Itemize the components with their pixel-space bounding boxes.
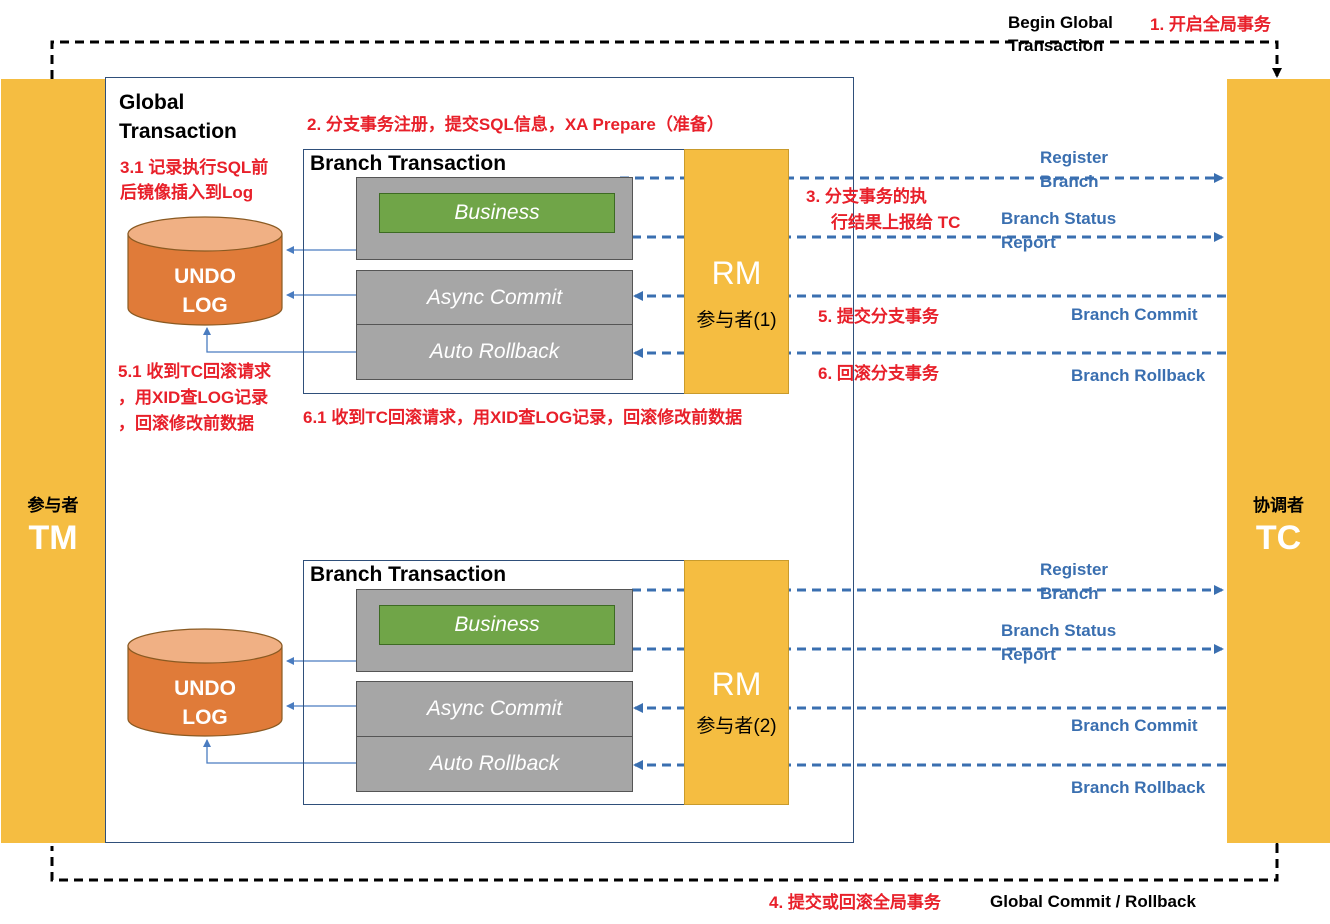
- step5-1-line1: 5.1 收到TC回滚请求: [118, 362, 272, 381]
- step5-1-line3: ，回滚修改前数据: [118, 414, 254, 433]
- step6-label: 6. 回滚分支事务: [818, 364, 939, 383]
- step3-1-line2: 后镜像插入到Log: [120, 183, 254, 202]
- tc-column: 协调者 TC: [1227, 79, 1330, 843]
- step5-1-line2: ，用XID查LOG记录: [118, 388, 269, 407]
- step5-label: 5. 提交分支事务: [818, 307, 939, 326]
- global-commit-arrow: [50, 836, 1282, 882]
- auto-rollback-box-2: Auto Rollback: [356, 736, 633, 792]
- branch-commit-label-1: Branch Commit: [1071, 305, 1198, 324]
- begin-global-arrow: [50, 40, 1282, 79]
- register-branch-line1-1: Register: [1040, 148, 1109, 167]
- begin-global-label: Begin Global Transaction: [1008, 11, 1113, 57]
- rm-label-2: RM: [711, 666, 762, 702]
- register-branch-line2-2: Branch: [1040, 584, 1099, 603]
- rm-box-2: RM 参与者(2): [684, 560, 789, 805]
- step3-1-line1: 3.1 记录执行SQL前: [120, 158, 269, 177]
- step3-label: 3. 分支事务的执 行结果上报给 TC: [806, 184, 960, 236]
- register-branch-label-1: Register Branch: [1040, 146, 1108, 194]
- branch-rollback-label-2: Branch Rollback: [1071, 778, 1206, 797]
- step1-label: 1. 开启全局事务: [1150, 15, 1271, 34]
- begin-global-line2: Transaction: [1008, 36, 1104, 55]
- register-branch-line1-2: Register: [1040, 560, 1109, 579]
- tm-column: 参与者 TM: [1, 79, 105, 843]
- step6-1-label: 6.1 收到TC回滚请求，用XID查LOG记录，回滚修改前数据: [303, 408, 743, 427]
- global-transaction-title-line1: Global: [119, 91, 185, 114]
- step3-line1: 3. 分支事务的执: [806, 187, 927, 206]
- business-label-1: Business: [379, 193, 615, 233]
- rm-label-1: RM: [711, 255, 762, 291]
- global-transaction-frame: [105, 77, 854, 843]
- branch-status-label-2: Branch Status Report: [1001, 619, 1116, 667]
- step5-1-label: 5.1 收到TC回滚请求 ，用XID查LOG记录 ，回滚修改前数据: [118, 359, 271, 437]
- undo-log-line1-1: UNDO: [174, 265, 236, 288]
- register-branch-label-2: Register Branch: [1040, 558, 1108, 606]
- rollback-to-undo-1: [203, 327, 356, 353]
- async-commit-box-1: Async Commit: [356, 270, 633, 326]
- register-branch-line2-1: Branch: [1040, 172, 1099, 191]
- global-commit-label: Global Commit / Rollback: [990, 892, 1196, 911]
- rm-box-1: RM 参与者(1): [684, 149, 789, 394]
- business-label-2: Business: [379, 605, 615, 645]
- branch-status-line1-1: Branch Status: [1001, 209, 1117, 228]
- global-transaction-title-line2: Transaction: [119, 120, 237, 143]
- global-transaction-title: Global Transaction: [119, 88, 237, 146]
- tm-big-label: TM: [28, 519, 78, 557]
- tm-sub-label: 参与者: [27, 496, 79, 515]
- undo-log-cylinder-1: [127, 216, 283, 326]
- tc-big-label: TC: [1255, 519, 1302, 557]
- undo-log-line2-1: LOG: [182, 294, 228, 317]
- branch-status-line2-2: Report: [1001, 645, 1056, 664]
- rollback-to-undo-2: [203, 739, 356, 764]
- undo-log-line2-2: LOG: [182, 706, 228, 729]
- undo-log-cylinder-2: [127, 628, 283, 737]
- step3-1-label: 3.1 记录执行SQL前 后镜像插入到Log: [120, 155, 268, 205]
- branch-transaction-title-2: Branch Transaction: [310, 563, 507, 586]
- begin-global-line1: Begin Global: [1008, 13, 1113, 32]
- undo-log-line1-2: UNDO: [174, 677, 236, 700]
- rm-participant-2: 参与者(2): [696, 716, 777, 737]
- step2-label: 2. 分支事务注册，提交SQL信息，XA Prepare（准备）: [307, 115, 724, 134]
- branch-status-line2-1: Report: [1001, 233, 1056, 252]
- branch-commit-label-2: Branch Commit: [1071, 716, 1198, 735]
- branch-rollback-label-1: Branch Rollback: [1071, 366, 1206, 385]
- auto-rollback-box-1: Auto Rollback: [356, 324, 633, 380]
- branch-transaction-title-1: Branch Transaction: [310, 152, 507, 175]
- step3-line2: 行结果上报给 TC: [831, 213, 961, 232]
- branch-status-line1-2: Branch Status: [1001, 621, 1117, 640]
- rm-participant-1: 参与者(1): [696, 310, 777, 331]
- step4-label: 4. 提交或回滚全局事务: [769, 893, 941, 912]
- tc-sub-label: 协调者: [1253, 496, 1304, 515]
- branch-status-label-1: Branch Status Report: [1001, 207, 1116, 255]
- async-commit-box-2: Async Commit: [356, 681, 633, 737]
